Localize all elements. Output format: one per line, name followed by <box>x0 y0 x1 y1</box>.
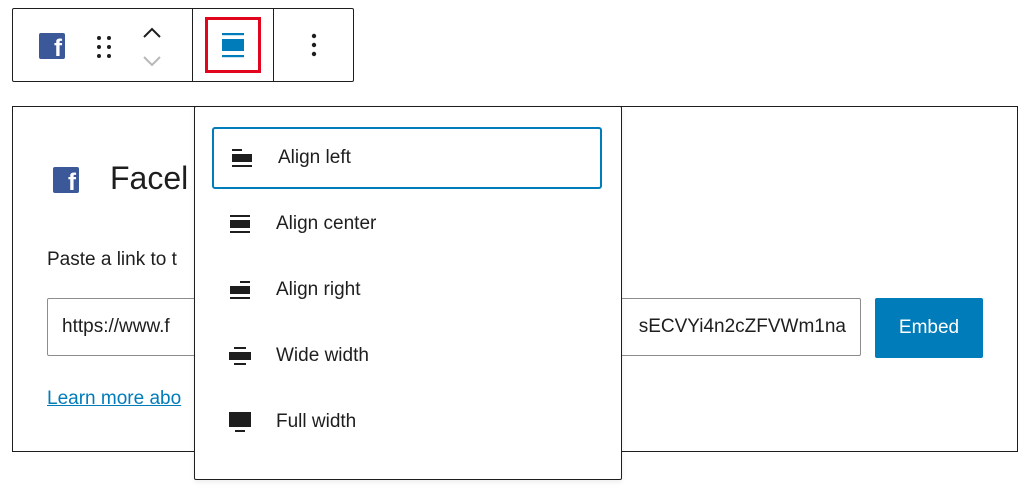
menu-item-align-left[interactable]: Align left <box>212 127 602 189</box>
facebook-icon[interactable]: f <box>39 33 65 59</box>
align-button[interactable] <box>205 17 261 73</box>
align-left-icon <box>230 146 254 170</box>
facebook-icon: f <box>53 167 79 193</box>
menu-item-label: Align right <box>276 279 361 300</box>
menu-item-wide-width[interactable]: Wide width <box>212 325 602 387</box>
more-vertical-icon[interactable] <box>311 33 317 57</box>
menu-item-label: Align center <box>276 213 377 234</box>
alignment-dropdown: Align left Align center Align right <box>194 106 622 480</box>
chevron-up-icon[interactable] <box>143 27 161 39</box>
menu-item-align-right[interactable]: Align right <box>212 259 602 321</box>
url-value-end: sECVYi4n2cZFVWm1na <box>638 316 846 337</box>
menu-item-label: Wide width <box>276 345 369 366</box>
menu-item-label: Full width <box>276 411 357 432</box>
wide-width-icon <box>228 344 252 368</box>
chevron-down-icon[interactable] <box>143 55 161 67</box>
embed-title: Facel <box>110 160 189 196</box>
drag-handle-icon[interactable] <box>96 35 112 59</box>
learn-more-link[interactable]: Learn more abo <box>47 388 182 409</box>
facebook-icon-letter: f <box>54 35 62 60</box>
menu-item-full-width[interactable]: Full width <box>212 391 602 453</box>
block-toolbar: f <box>12 8 354 82</box>
align-right-icon <box>228 278 252 302</box>
url-value-start: https://www.f <box>62 316 170 337</box>
align-center-icon <box>222 33 244 58</box>
block-toolbar-group-align <box>193 9 274 81</box>
block-toolbar-group-more <box>274 9 353 81</box>
full-width-icon <box>228 410 252 434</box>
embed-button[interactable]: Embed <box>875 298 983 358</box>
align-center-icon <box>228 212 252 236</box>
facebook-icon-letter: f <box>68 169 76 194</box>
menu-item-label: Align left <box>278 147 351 168</box>
menu-item-align-center[interactable]: Align center <box>212 193 602 255</box>
embed-instructions: Paste a link to t <box>47 249 177 270</box>
block-toolbar-group-block: f <box>13 9 193 81</box>
block-movers <box>143 27 161 67</box>
